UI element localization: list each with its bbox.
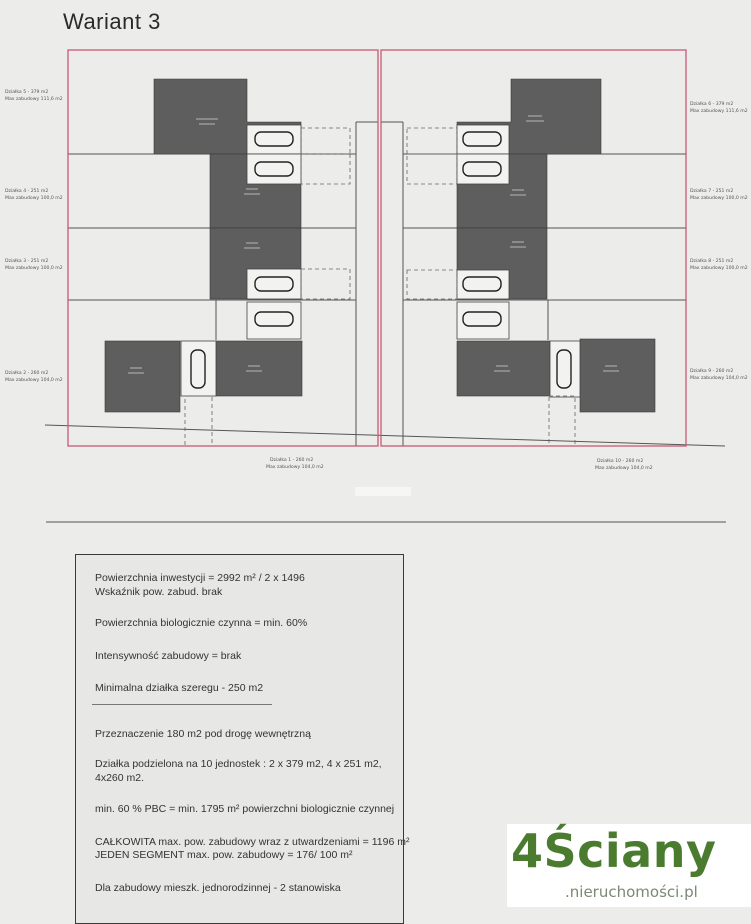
- plot-label: Max zabudowy 100,0 m2: [5, 265, 63, 271]
- spec-line: Przeznaczenie 180 m2 pod drogę wewnętrzn…: [95, 728, 311, 740]
- plot-label: Max zabudowy 104,0 m2: [266, 464, 324, 470]
- site-plan: Działka 5 - 379 m2 Max zabudowy 111,6 m2…: [5, 49, 748, 523]
- spec-line: Powierzchnia inwestycji = 2992 m² / 2 x …: [95, 572, 305, 584]
- plot-label: Max zabudowy 100,0 m2: [5, 195, 63, 201]
- plot-label: Max zabudowy 100,0 m2: [690, 195, 748, 201]
- spec-box: Powierzchnia inwestycji = 2992 m² / 2 x …: [75, 554, 409, 924]
- spec-line: Intensywność zabudowy = brak: [95, 650, 242, 662]
- plot-label: Max zabudowy 104,0 m2: [5, 377, 63, 383]
- plot-labels: Działka 5 - 379 m2 Max zabudowy 111,6 m2…: [5, 89, 748, 471]
- dashed-areas: [184, 127, 576, 447]
- brand-logo: 4Ściany .nieruchomości.pl: [507, 824, 751, 907]
- plot-label: Działka 10 - 260 m2: [597, 458, 643, 464]
- building: [579, 338, 656, 413]
- plot-label: Działka 4 - 251 m2: [5, 188, 48, 194]
- logo-subtitle: .nieruchomości.pl: [565, 883, 698, 901]
- plot-label: Działka 7 - 251 m2: [690, 188, 733, 194]
- plot-label: Działka 1 - 260 m2: [270, 457, 313, 463]
- building-label-marks: [128, 115, 619, 374]
- spec-line: min. 60 % PBC = min. 1795 m² powierzchni…: [95, 803, 395, 815]
- spec-line: Minimalna działka szeregu - 250 m2: [95, 682, 264, 694]
- spec-line: Działka podzielona na 10 jednostek : 2 x…: [95, 758, 382, 770]
- plot-label: Działka 9 - 260 m2: [690, 368, 733, 374]
- logo-brand: 4Ściany: [511, 824, 717, 878]
- plot-label: Działka 2 - 260 m2: [5, 370, 48, 376]
- plot-label: Działka 3 - 251 m2: [5, 258, 48, 264]
- blur-mark: [355, 487, 411, 496]
- spec-line: CAŁKOWITA max. pow. zabudowy wraz z utwa…: [95, 836, 410, 848]
- building: [215, 340, 303, 397]
- building: [104, 340, 181, 413]
- divider: [92, 704, 272, 705]
- plot-label: Max zabudowy 111,6 m2: [690, 108, 748, 114]
- plot-label: Max zabudowy 111,6 m2: [5, 96, 63, 102]
- plot-label: Działka 5 - 379 m2: [5, 89, 48, 95]
- street-line: [44, 424, 726, 447]
- plot-label: Działka 8 - 251 m2: [690, 258, 733, 264]
- plot-label: Max zabudowy 104,0 m2: [595, 465, 653, 471]
- building: [456, 340, 551, 397]
- plot-label: Max zabudowy 100,0 m2: [690, 265, 748, 271]
- spec-line: JEDEN SEGMENT max. pow. zabudowy = 176/ …: [95, 849, 353, 861]
- spec-line: Wskaźnik pow. zabud. brak: [95, 586, 223, 598]
- car-icons: [190, 131, 572, 389]
- plot-boundary: [67, 49, 687, 447]
- spec-line: Powierzchnia biologicznie czynna = min. …: [95, 617, 308, 629]
- spec-line: 4x260 m2.: [95, 772, 145, 784]
- plot-label: Max zabudowy 104,0 m2: [690, 375, 748, 381]
- parking-bays: [180, 124, 581, 398]
- spec-line: Dla zabudowy mieszk. jednorodzinnej - 2 …: [95, 882, 341, 894]
- plot-label: Działka 6 - 379 m2: [690, 101, 733, 107]
- page-title: Wariant 3: [63, 9, 161, 34]
